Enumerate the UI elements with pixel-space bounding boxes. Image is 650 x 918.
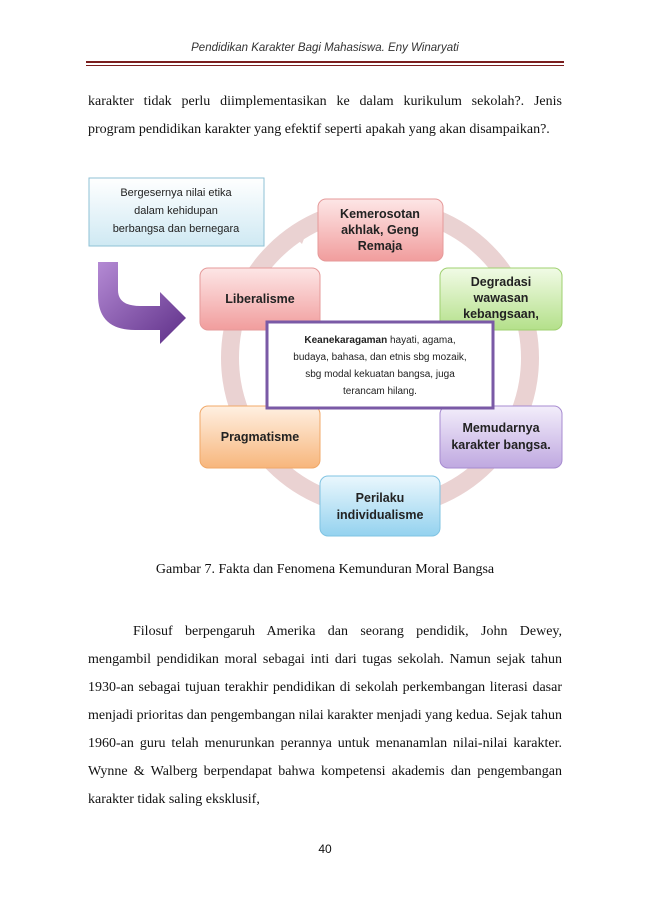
center-line-4: terancam hilang. [343, 386, 417, 397]
callout-line-3: berbangsa dan bernegara [113, 223, 240, 235]
node-degradasi-line-1: Degradasi [471, 275, 531, 289]
node-pragmatisme-label: Pragmatisme [221, 430, 300, 444]
node-perilaku-line-2: individualisme [337, 508, 424, 522]
node-kemerosotan-line-2: akhlak, Geng [341, 223, 419, 237]
callout-line-1: Bergesernya nilai etika [120, 187, 232, 199]
node-degradasi-line-3: kebangsaan, [463, 307, 539, 321]
cycle-diagram: Bergesernya nilai etika dalam kehidupan … [88, 177, 563, 537]
node-perilaku: Perilaku individualisme [319, 475, 441, 537]
node-liberalisme-label: Liberalisme [225, 292, 295, 306]
paragraph-top: karakter tidak perlu diimplementasikan k… [88, 94, 562, 137]
running-header: Pendidikan Karakter Bagi Mahasiswa. Eny … [191, 42, 459, 54]
curved-arrow-icon [98, 262, 186, 344]
node-kemerosotan: Kemerosotan akhlak, Geng Remaja [317, 198, 444, 262]
center-line-2: budaya, bahasa, dan etnis sbg mozaik, [293, 352, 466, 363]
node-perilaku-line-1: Perilaku [356, 491, 405, 505]
header-rule-thin [86, 65, 564, 66]
center-line-1: Keanekaragaman hayati, agama, [304, 335, 455, 346]
node-pragmatisme: Pragmatisme [199, 405, 321, 469]
center-line-1-rest: hayati, agama, [387, 335, 455, 346]
figure-caption: Gambar 7. Fakta dan Fenomena Kemunduran … [155, 562, 495, 577]
paragraph-bottom: Filosuf berpengaruh Amerika dan seorang … [88, 624, 562, 807]
node-memudarnya: Memudarnya karakter bangsa. [439, 405, 563, 469]
page-number: 40 [318, 842, 332, 856]
callout-box: Bergesernya nilai etika dalam kehidupan … [88, 177, 265, 247]
node-degradasi-line-2: wawasan [473, 291, 529, 305]
node-kemerosotan-line-1: Kemerosotan [340, 207, 420, 221]
node-memudarnya-line-1: Memudarnya [462, 421, 540, 435]
node-memudarnya-line-2: karakter bangsa. [451, 438, 550, 452]
ring-arrowhead [288, 218, 312, 244]
header-rule-thick [86, 61, 564, 63]
callout-line-2: dalam kehidupan [134, 205, 218, 217]
center-box: Keanekaragaman hayati, agama, budaya, ba… [265, 320, 495, 410]
node-liberalisme: Liberalisme [199, 267, 321, 331]
node-degradasi: Degradasi wawasan kebangsaan, [439, 267, 563, 331]
center-line-3: sbg modal kekuatan bangsa, juga [305, 369, 455, 380]
center-bold-word: Keanekaragaman [304, 335, 387, 346]
node-kemerosotan-line-3: Remaja [358, 239, 404, 253]
